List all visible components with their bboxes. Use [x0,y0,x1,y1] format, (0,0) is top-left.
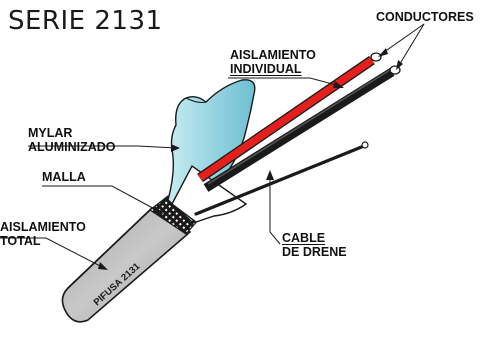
arrowhead-mylar [171,144,180,152]
label-aislamiento-total-line1: AISLAMIENTO [0,220,86,234]
label-malla-text: MALLA [42,170,86,184]
label-aislamiento-total-line2: TOTAL [0,234,41,248]
arrowhead-aislamiento-total [98,262,108,270]
black-conductor-highlight [207,69,391,185]
red-conductor-core [370,52,382,62]
arrowhead-aislamiento-individual [333,81,344,88]
label-mylar-line1: MYLAR [28,126,73,140]
label-mylar-aluminizado: MYLAR ALUMINIZADO [28,126,116,154]
label-aislamiento-total: AISLAMIENTO TOTAL [0,220,86,248]
label-conductores-text: CONDUCTORES [376,10,474,24]
label-conductores: CONDUCTORES [376,10,474,24]
leader-cable-drene [269,176,281,245]
leader-aislamiento-individual [228,77,341,87]
label-aislamiento-individual-line2: INDIVIDUAL [230,62,302,76]
label-aislamiento-individual-line1: AISLAMIENTO [230,48,316,62]
leader-mylar [28,145,177,149]
mylar-curl [185,97,207,103]
leader-malla [42,185,161,213]
outer-jacket [61,206,192,323]
label-cable-drene-line2: DE DRENE [282,245,347,259]
drain-wire-end [361,141,369,149]
arrowhead-cable-drene [266,170,274,180]
red-conductor-fill [197,56,375,182]
label-malla: MALLA [42,170,86,184]
leader-aislamiento-total [0,237,105,269]
arrowhead-conductores-1 [378,48,388,57]
label-mylar-line2: ALUMINIZADO [28,140,116,154]
diagram-title: SERIE 2131 [8,6,163,36]
inner-wrap-cone [171,164,248,223]
arrowhead-conductores-2 [396,60,403,70]
outer-jacket-top-edge [67,207,153,289]
arrowhead-malla [153,206,164,214]
leader-conductores-2 [397,23,425,68]
drain-wire [194,144,366,216]
black-conductor [203,68,395,192]
label-cable-drene-line1: CABLE [282,231,326,245]
leader-conductores-1 [379,23,425,56]
label-cable-de-drene: CABLE DE DRENE [282,231,347,259]
label-aislamiento-individual: AISLAMIENTO INDIVIDUAL [230,48,316,76]
